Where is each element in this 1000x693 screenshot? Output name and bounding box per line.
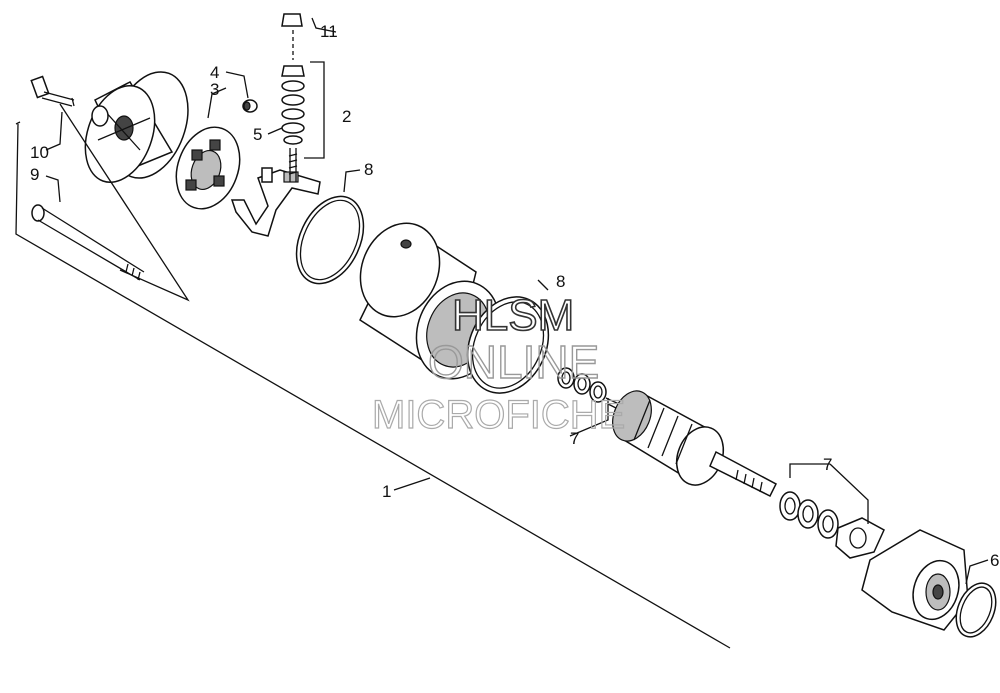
callout-7-front: 7 (823, 455, 832, 474)
o-ring-rear (295, 195, 365, 285)
washer-set-rear (557, 367, 607, 403)
watermark: HLSM ONLINE MICROFICHE (371, 290, 626, 437)
leader-lines (45, 17, 989, 585)
motor-yoke (359, 222, 501, 380)
callout-8-front: 8 (556, 272, 565, 291)
leader-triangle (59, 103, 190, 302)
callout-11: 11 (320, 22, 338, 41)
assembly-bracket (15, 121, 731, 649)
callout-5: 5 (253, 125, 262, 144)
washer-set-front (779, 491, 885, 559)
callout-6: 6 (990, 551, 999, 570)
watermark-microfiche: MICROFICHE (372, 393, 625, 437)
armature (605, 390, 777, 498)
through-bolt (31, 204, 145, 281)
callout-4: 4 (210, 63, 219, 82)
callout-1: 1 (382, 482, 391, 501)
bolt-short (30, 75, 75, 107)
callout-labels: 11 2 5 4 3 8 10 9 1 8 7 7 6 (30, 22, 999, 570)
brush-plate (175, 126, 241, 210)
callout-9: 9 (30, 165, 39, 184)
o-ring-front (466, 296, 550, 394)
callout-3: 3 (210, 80, 219, 99)
callout-10: 10 (30, 143, 49, 162)
o-ring-front-cover (955, 582, 997, 638)
rear-cover (84, 71, 189, 183)
brush-spring (242, 99, 258, 113)
callout-8-rear: 8 (364, 160, 373, 179)
watermark-online: ONLINE (428, 336, 599, 388)
callout-7-rear: 7 (570, 429, 579, 448)
callout-2: 2 (342, 107, 351, 126)
front-cover (861, 529, 969, 631)
terminal-bracket (230, 167, 321, 237)
watermark-hlsm: HLSM (452, 291, 574, 340)
terminal-stud-stack (281, 13, 305, 182)
